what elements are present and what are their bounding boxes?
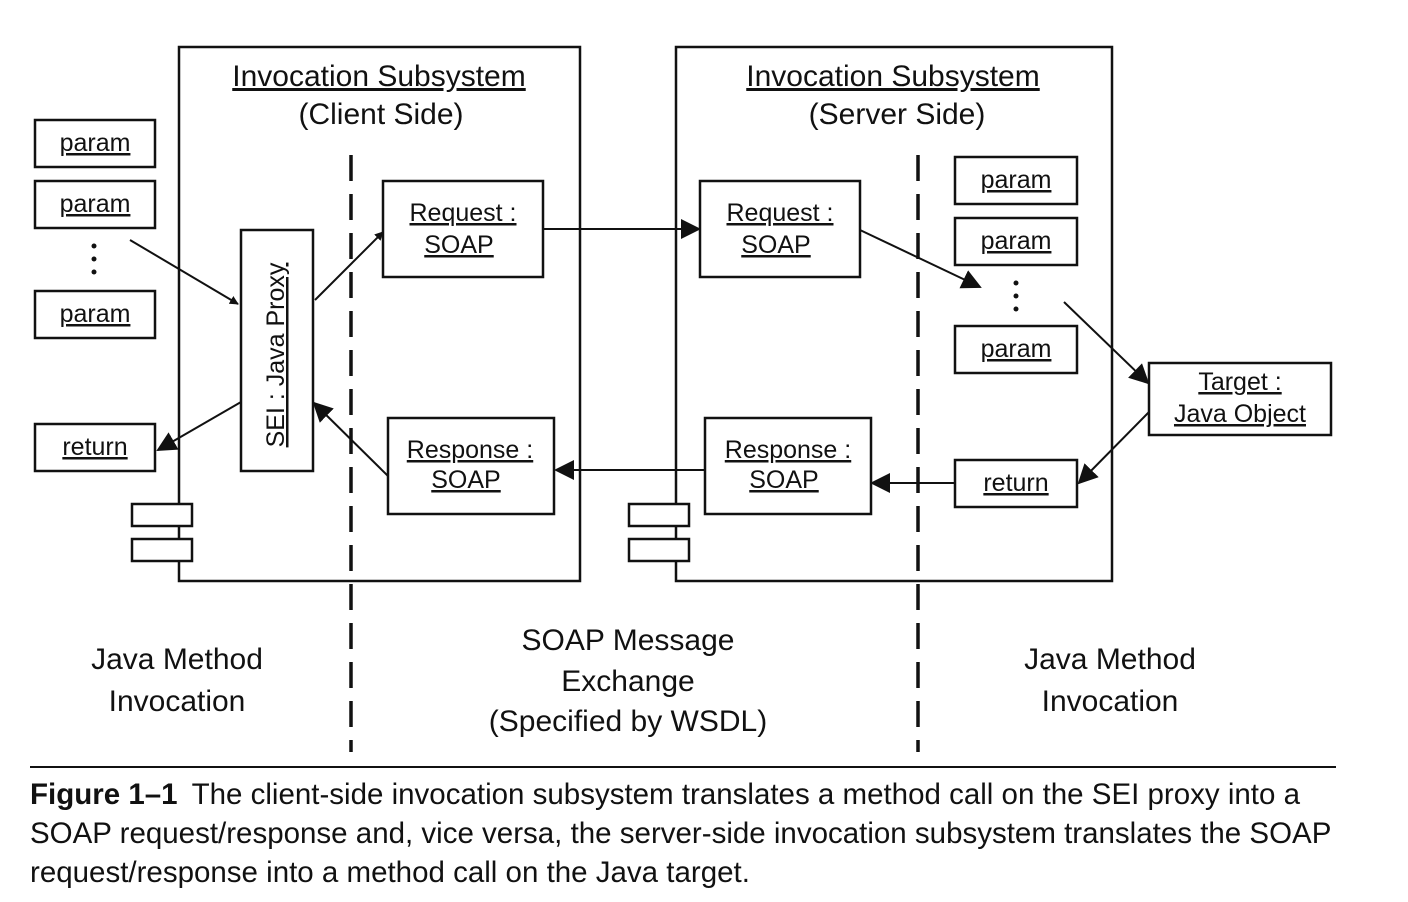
server-param-box [953, 324, 1079, 375]
client-param-list: param param param [33, 118, 157, 340]
client-component-icon-tab-1 [130, 502, 194, 528]
client-param-label: param [60, 300, 131, 328]
server-param-label: param [981, 166, 1052, 194]
params-to-proxy-arrow [129, 239, 239, 305]
server-param-label: param [981, 335, 1052, 363]
middle-region-label-line-2: Exchange [561, 665, 694, 698]
client-component-icon-tab-2 [130, 537, 194, 563]
client-param-box [33, 118, 157, 169]
client-response-label: Response : [407, 436, 533, 464]
server-return-label: return [983, 469, 1048, 497]
server-param-list: param param param [953, 155, 1079, 375]
sei-java-proxy-box [239, 228, 315, 473]
client-response-soap-box [386, 416, 556, 516]
server-param-box [953, 216, 1079, 267]
middle-region-label-line-1: SOAP Message [522, 624, 735, 657]
server-request-label: Request : [726, 199, 833, 227]
client-param-label: param [60, 129, 131, 157]
server-response-soap-box [703, 416, 873, 516]
client-request-type: SOAP [424, 231, 493, 259]
proxy-to-return-arrow [156, 401, 242, 452]
server-subsystem-subtitle: (Server Side) [809, 98, 986, 131]
ellipsis-dot [91, 269, 97, 275]
server-component-icon-tab-2 [627, 537, 691, 563]
client-subsystem-title: Invocation Subsystem [232, 60, 525, 93]
figure-caption-text: The client-side invocation subsystem tra… [30, 778, 1331, 889]
left-region-label-line-1: Java Method [91, 643, 263, 676]
ellipsis-dot [91, 256, 97, 262]
client-subsystem: Invocation Subsystem (Client Side) [130, 45, 582, 583]
client-request-label: Request : [409, 199, 516, 227]
server-component-icon-tab-1 [627, 502, 691, 528]
server-request-soap-box [698, 179, 862, 279]
client-param-box [33, 289, 157, 340]
params-to-target-arrow [1063, 301, 1150, 385]
ellipsis-dot [1013, 280, 1019, 286]
ellipsis-dot [1013, 293, 1019, 299]
client-request-soap-box [381, 179, 545, 279]
client-response-type: SOAP [431, 466, 500, 494]
ellipsis-dot [91, 243, 97, 249]
target-label: Target : [1198, 368, 1281, 396]
client-return-box [33, 422, 157, 473]
server-response-type: SOAP [749, 466, 818, 494]
soap-invocation-diagram: Invocation Subsystem (Client Side) Invoc… [33, 45, 1333, 752]
server-subsystem: Invocation Subsystem (Server Side) [627, 45, 1114, 583]
target-to-return-arrow [1077, 411, 1150, 485]
left-region-label-line-2: Invocation [109, 685, 246, 718]
client-subsystem-subtitle: (Client Side) [298, 98, 463, 131]
figure-number: Figure 1–1 [30, 778, 178, 811]
request-to-server-params-arrow [859, 229, 982, 289]
server-param-label: param [981, 227, 1052, 255]
server-subsystem-title: Invocation Subsystem [746, 60, 1039, 93]
server-param-box [953, 155, 1079, 206]
right-region-label-line-1: Java Method [1024, 643, 1196, 676]
caption-divider [30, 766, 1336, 768]
server-subsystem-frame [674, 45, 1114, 583]
target-java-object-box [1147, 361, 1333, 437]
client-param-label: param [60, 190, 131, 218]
server-request-type: SOAP [741, 231, 810, 259]
client-param-box [33, 179, 157, 230]
ellipsis-dot [1013, 306, 1019, 312]
server-response-label: Response : [725, 436, 851, 464]
response-to-proxy-arrow [312, 401, 389, 477]
sei-java-proxy-label: SEI : Java Proxy [262, 262, 290, 447]
proxy-to-request-arrow [314, 231, 384, 301]
middle-region-label-line-3: (Specified by WSDL) [489, 705, 767, 738]
right-region-label-line-2: Invocation [1042, 685, 1179, 718]
target-type: Java Object [1174, 400, 1306, 428]
client-subsystem-frame [177, 45, 582, 583]
client-return-label: return [62, 433, 127, 461]
